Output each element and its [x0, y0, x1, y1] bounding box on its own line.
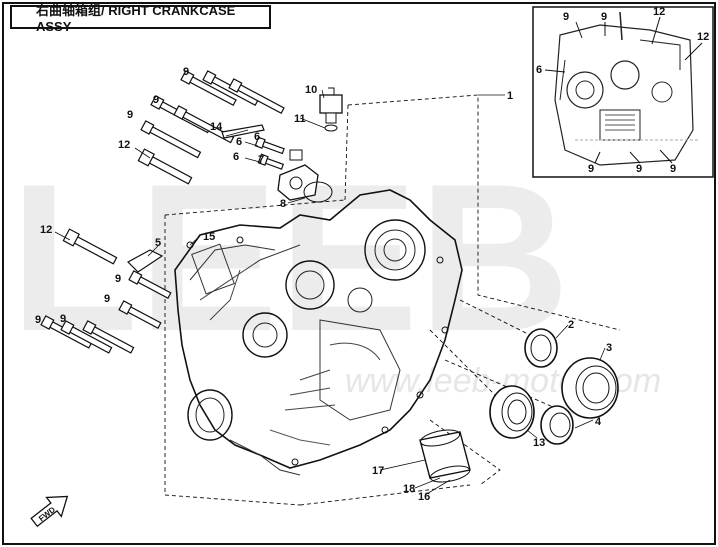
oil-seal	[524, 328, 558, 368]
bolt-set	[40, 70, 285, 354]
callout-8: 8	[280, 198, 286, 210]
inset-callout-12b: 12	[697, 31, 709, 43]
callout-9g: 9	[60, 313, 66, 325]
forward-arrow: FWD	[30, 495, 69, 528]
callout-18: 18	[403, 483, 415, 495]
pump-cover	[277, 149, 333, 203]
callout-10: 10	[305, 84, 317, 96]
leader-lines	[54, 89, 606, 496]
medium-bearing	[489, 385, 535, 439]
large-bearing	[561, 357, 619, 419]
callout-6c: 6	[254, 131, 260, 143]
callout-15: 15	[203, 231, 215, 243]
callout-9d: 9	[115, 273, 121, 285]
small-bearing	[540, 405, 574, 445]
callout-2: 2	[568, 319, 574, 331]
callout-12b: 12	[40, 224, 52, 236]
callout-16: 16	[418, 491, 430, 503]
callout-6a: 6	[236, 136, 242, 148]
inset-view	[532, 6, 714, 178]
callout-labels: 1 2 3 4 5 6 6 6 7 8 9 9 9 9 9 9 9 10 11 …	[35, 6, 709, 503]
inset-callout-6: 6	[536, 64, 542, 76]
callout-9b: 9	[153, 94, 159, 106]
callout-9e: 9	[104, 293, 110, 305]
inset-callout-9d: 9	[636, 163, 642, 175]
callout-5: 5	[155, 237, 161, 249]
callout-4: 4	[595, 416, 602, 428]
callout-14: 14	[210, 121, 223, 133]
callout-17: 17	[372, 465, 384, 477]
inset-callout-12a: 12	[653, 6, 665, 18]
inset-callout-9a: 9	[563, 11, 569, 23]
inset-callout-9c: 9	[588, 163, 594, 175]
callout-9a: 9	[183, 66, 189, 78]
callout-12a: 12	[118, 139, 130, 151]
clamp-bracket	[127, 249, 164, 273]
assembly-dashed-lines	[164, 94, 621, 506]
inset-callout-9b: 9	[601, 11, 607, 23]
callout-3: 3	[606, 342, 612, 354]
right-crankcase-body	[174, 189, 463, 476]
inset-callout-9e: 9	[670, 163, 676, 175]
callout-13: 13	[533, 437, 545, 449]
diagram-title: 右曲轴箱组/ RIGHT CRANKCASE ASSY	[10, 3, 271, 34]
bushing-sleeve	[419, 429, 471, 483]
callout-11: 11	[294, 113, 306, 125]
callout-9c: 9	[127, 109, 133, 121]
callout-9f: 9	[35, 314, 41, 326]
callout-7: 7	[258, 154, 264, 166]
callout-1: 1	[507, 90, 513, 102]
callout-6b: 6	[233, 151, 239, 163]
